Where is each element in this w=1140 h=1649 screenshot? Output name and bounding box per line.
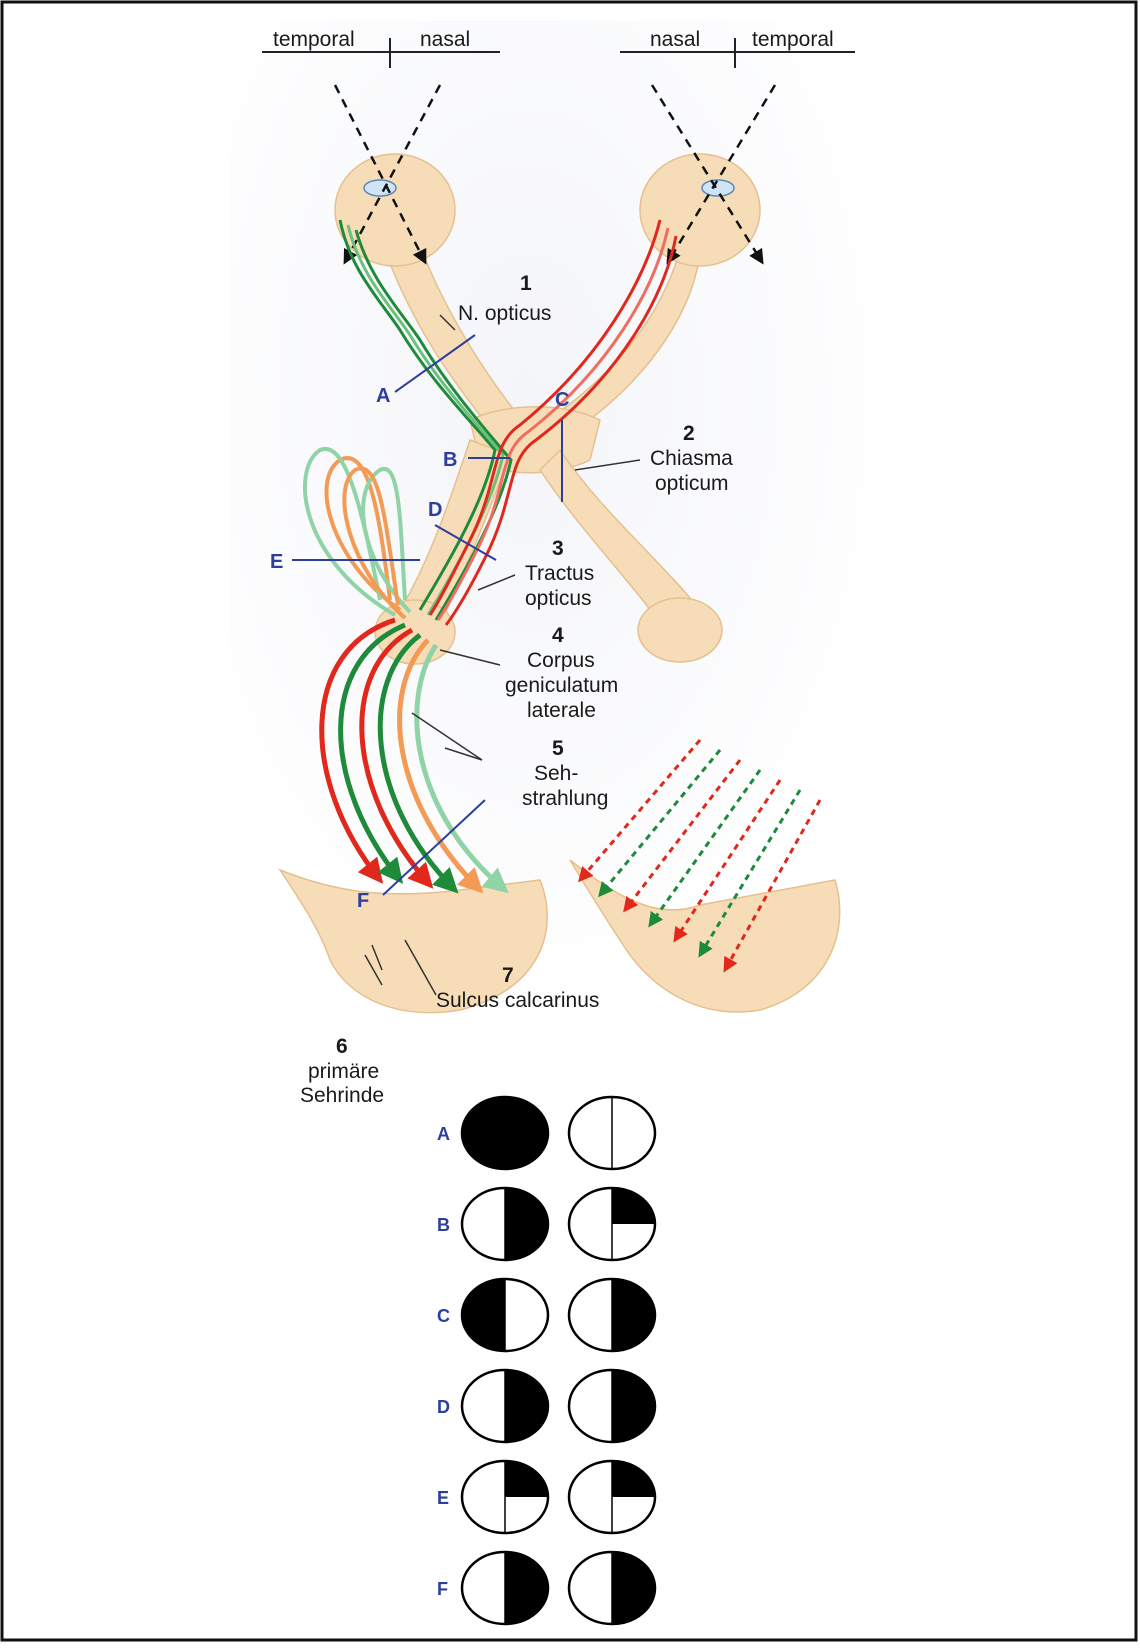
label-1-number: 1: [520, 272, 532, 295]
field-left-eye: [462, 1461, 548, 1533]
right-nasal-label: nasal: [650, 28, 700, 51]
field-right-eye: [569, 1279, 655, 1351]
field-row-letter: A: [437, 1124, 450, 1144]
left-nasal-label: nasal: [420, 28, 470, 51]
marker-A: A: [376, 385, 390, 407]
right-temporal-label: temporal: [752, 28, 834, 51]
label-4-text-b: geniculatum: [505, 674, 618, 697]
field-right-eye: [569, 1552, 655, 1624]
left-lens: [364, 180, 396, 196]
field-right-eye: [569, 1370, 655, 1442]
label-4-text-a: Corpus: [527, 649, 595, 672]
label-2-number: 2: [683, 422, 695, 445]
field-left-eye: [462, 1188, 548, 1260]
label-3-text-a: Tractus: [525, 562, 594, 585]
label-5-number: 5: [552, 737, 564, 760]
field-row-letter: D: [437, 1397, 450, 1417]
label-6-text-a: primäre: [308, 1060, 379, 1083]
field-row-letter: E: [437, 1488, 449, 1508]
label-7-number: 7: [502, 964, 514, 987]
label-1-text: N. opticus: [458, 302, 551, 325]
left-temporal-label: temporal: [273, 28, 355, 51]
label-7-text: Sulcus calcarinus: [436, 989, 599, 1012]
label-5-text-b: strahlung: [522, 787, 608, 810]
field-right-eye: [569, 1097, 655, 1169]
marker-C: C: [555, 389, 569, 411]
label-6-text-b: Sehrinde: [300, 1084, 384, 1107]
label-6-number: 6: [336, 1035, 348, 1058]
label-5-text-a: Seh-: [534, 762, 578, 785]
label-4-text-c: laterale: [527, 699, 596, 722]
field-row-letter: F: [437, 1579, 448, 1599]
field-left-eye: [462, 1552, 548, 1624]
field-right-eye: [569, 1188, 655, 1260]
field-row-letter: B: [437, 1215, 450, 1235]
field-left-eye: [462, 1279, 548, 1351]
marker-F: F: [357, 890, 369, 912]
marker-E: E: [270, 551, 283, 573]
marker-D: D: [428, 499, 442, 521]
field-right-eye: [569, 1461, 655, 1533]
field-left-eye: [462, 1370, 548, 1442]
label-2-text-a: Chiasma: [650, 447, 733, 470]
label-4-number: 4: [552, 624, 564, 647]
marker-B: B: [443, 449, 457, 471]
label-3-text-b: opticus: [525, 587, 592, 610]
right-lens: [702, 180, 734, 196]
field-left-eye: [462, 1097, 548, 1169]
label-2-text-b: opticum: [655, 472, 729, 495]
label-3-number: 3: [552, 537, 564, 560]
field-row-letter: C: [437, 1306, 450, 1326]
